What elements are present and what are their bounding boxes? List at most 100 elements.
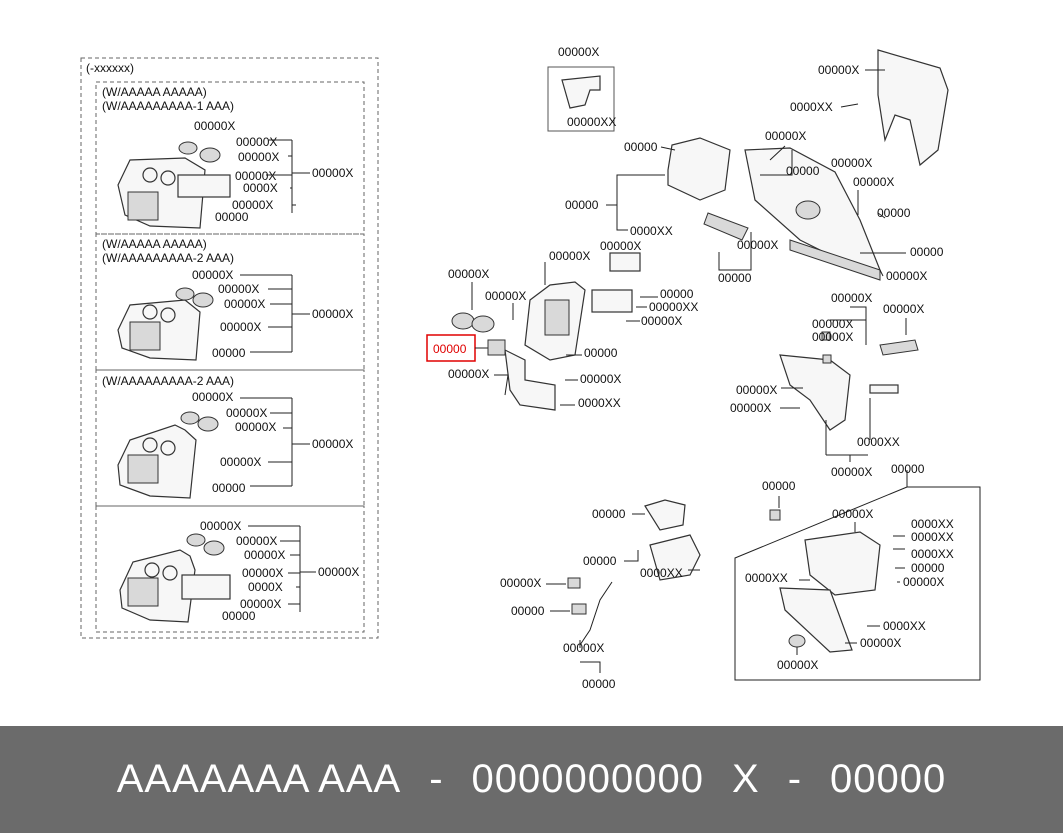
- upper-frame: [744, 49, 949, 281]
- label-b7: 0000XX: [745, 571, 788, 585]
- label-l6: 00000: [718, 271, 752, 285]
- variant-4-fascia: [119, 533, 231, 623]
- v3-label-0: 00000X: [192, 390, 233, 404]
- v4-main-label: 00000X: [318, 565, 359, 579]
- label-b5: 0000XX: [911, 530, 954, 544]
- label-b3: 00000X: [832, 507, 873, 521]
- label-b6: 0000XX: [911, 547, 954, 561]
- v4-label-4: 0000X: [248, 580, 283, 594]
- parts-diagram: (-xxxxxx) (W/AAAAA AAAAA) (W/AAAAAAAAA-1…: [80, 45, 981, 691]
- lower-parts: [567, 499, 701, 646]
- variant-panel-4: [95, 505, 365, 633]
- label-r4: 00000: [786, 164, 820, 178]
- v4-label-5: 00000X: [240, 597, 281, 611]
- label-l16: 00000X: [580, 372, 621, 386]
- label-l2: 00000XX: [567, 115, 616, 129]
- label-l15: 00000X: [448, 367, 489, 381]
- v1-main-label: 00000X: [312, 166, 353, 180]
- label-l4: 00000: [565, 198, 599, 212]
- variant-panel-2: [95, 233, 365, 371]
- variant-1-line-1: (W/AAAAA AAAAA): [102, 85, 207, 99]
- v3-label-3: 00000X: [220, 455, 261, 469]
- v3-label-2: 00000X: [235, 420, 276, 434]
- v2-label-1: 00000X: [218, 282, 259, 296]
- label-b12: 00000X: [777, 658, 818, 672]
- label-l13: 00000X: [641, 314, 682, 328]
- label-r8: 00000X: [737, 238, 778, 252]
- footer-part-number: 0000000000: [471, 757, 705, 801]
- label-r12: 00000X: [812, 317, 853, 331]
- variants-header: (-xxxxxx): [86, 61, 134, 75]
- label-c6: 00000X: [563, 641, 604, 655]
- v1-label-1: 00000X: [236, 135, 277, 149]
- v1-label-0: 00000X: [194, 119, 235, 133]
- v2-main-label: 00000X: [312, 307, 353, 321]
- v2-label-2: 00000X: [224, 297, 265, 311]
- label-c5: 00000: [511, 604, 545, 618]
- footer-bar: AAAAAAA AAA - 0000000000 X - 00000: [0, 726, 1063, 833]
- label-l9: 00000X: [485, 289, 526, 303]
- label-b10: 0000XX: [883, 619, 926, 633]
- variant-3-fascia: [117, 411, 219, 499]
- label-b1: 00000: [891, 462, 925, 476]
- v2-label-4: 00000: [212, 346, 246, 360]
- label-l8: 00000X: [448, 267, 489, 281]
- label-c2: 00000: [583, 554, 617, 568]
- label-r15: 00000X: [736, 383, 777, 397]
- glovebox: [769, 509, 881, 653]
- label-r14: 00000X: [883, 302, 924, 316]
- variant-1-fascia: [117, 141, 231, 229]
- center-bracket: [779, 331, 919, 431]
- housing-center: [667, 137, 749, 241]
- label-r13: 00000X: [812, 330, 853, 344]
- label-r1: 00000X: [818, 63, 859, 77]
- label-l12: 00000XX: [649, 300, 698, 314]
- footer-sep-2: -: [787, 757, 803, 801]
- label-r17: 0000XX: [857, 435, 900, 449]
- v2-label-3: 00000X: [220, 320, 261, 334]
- label-l14: 00000: [584, 346, 618, 360]
- variant-2-fascia: [117, 287, 214, 361]
- label-r18: 00000X: [831, 465, 872, 479]
- footer-n-prefix: X: [732, 757, 760, 801]
- label-b4: 0000XX: [911, 517, 954, 531]
- v4-label-6: 00000: [222, 609, 256, 623]
- label-b11: 00000X: [860, 636, 901, 650]
- label-c1: 00000: [592, 507, 626, 521]
- v1-label-2: 00000X: [238, 150, 279, 164]
- v1-label-4: 0000X: [243, 181, 278, 195]
- label-r3: 00000X: [765, 129, 806, 143]
- v4-label-0: 00000X: [200, 519, 241, 533]
- label-l1: 00000X: [558, 45, 599, 59]
- label-c7: 00000: [582, 677, 616, 691]
- v2-label-0: 00000X: [192, 268, 233, 282]
- variant-1-line-2: (W/AAAAAAAAA-1 AAA): [102, 99, 234, 113]
- variant-panel-3: [95, 369, 365, 507]
- label-l17: 0000XX: [578, 396, 621, 410]
- label-l7: 00000X: [549, 249, 590, 263]
- label-r16: 00000X: [730, 401, 771, 415]
- highlight-label: 00000: [433, 342, 467, 356]
- center-trim: [451, 252, 641, 411]
- variant-3-line-1: (W/AAAAAAAAA-2 AAA): [102, 374, 234, 388]
- label-r7: 00000: [877, 206, 911, 220]
- label-b8: 00000: [911, 561, 945, 575]
- v1-label-5: 00000X: [232, 198, 273, 212]
- label-l5: 0000XX: [630, 224, 673, 238]
- label-r9: 00000: [910, 245, 944, 259]
- label-r2: 0000XX: [790, 100, 833, 114]
- v3-main-label: 00000X: [312, 437, 353, 451]
- footer-n-value: 00000: [830, 757, 947, 801]
- v1-label-6: 00000: [215, 210, 249, 224]
- label-r11: 00000X: [831, 291, 872, 305]
- label-r5: 00000X: [831, 156, 872, 170]
- v4-label-2: 00000X: [244, 548, 285, 562]
- label-c4: 00000X: [500, 576, 541, 590]
- v1-label-3: 00000X: [235, 169, 276, 183]
- label-l3: 00000: [624, 140, 658, 154]
- footer-sep-1: -: [429, 757, 444, 801]
- footer-brand: AAAAAAA AAA: [116, 757, 402, 801]
- label-l11: 00000: [660, 287, 694, 301]
- label-b9: 00000X: [903, 575, 944, 589]
- v3-label-4: 00000: [212, 481, 246, 495]
